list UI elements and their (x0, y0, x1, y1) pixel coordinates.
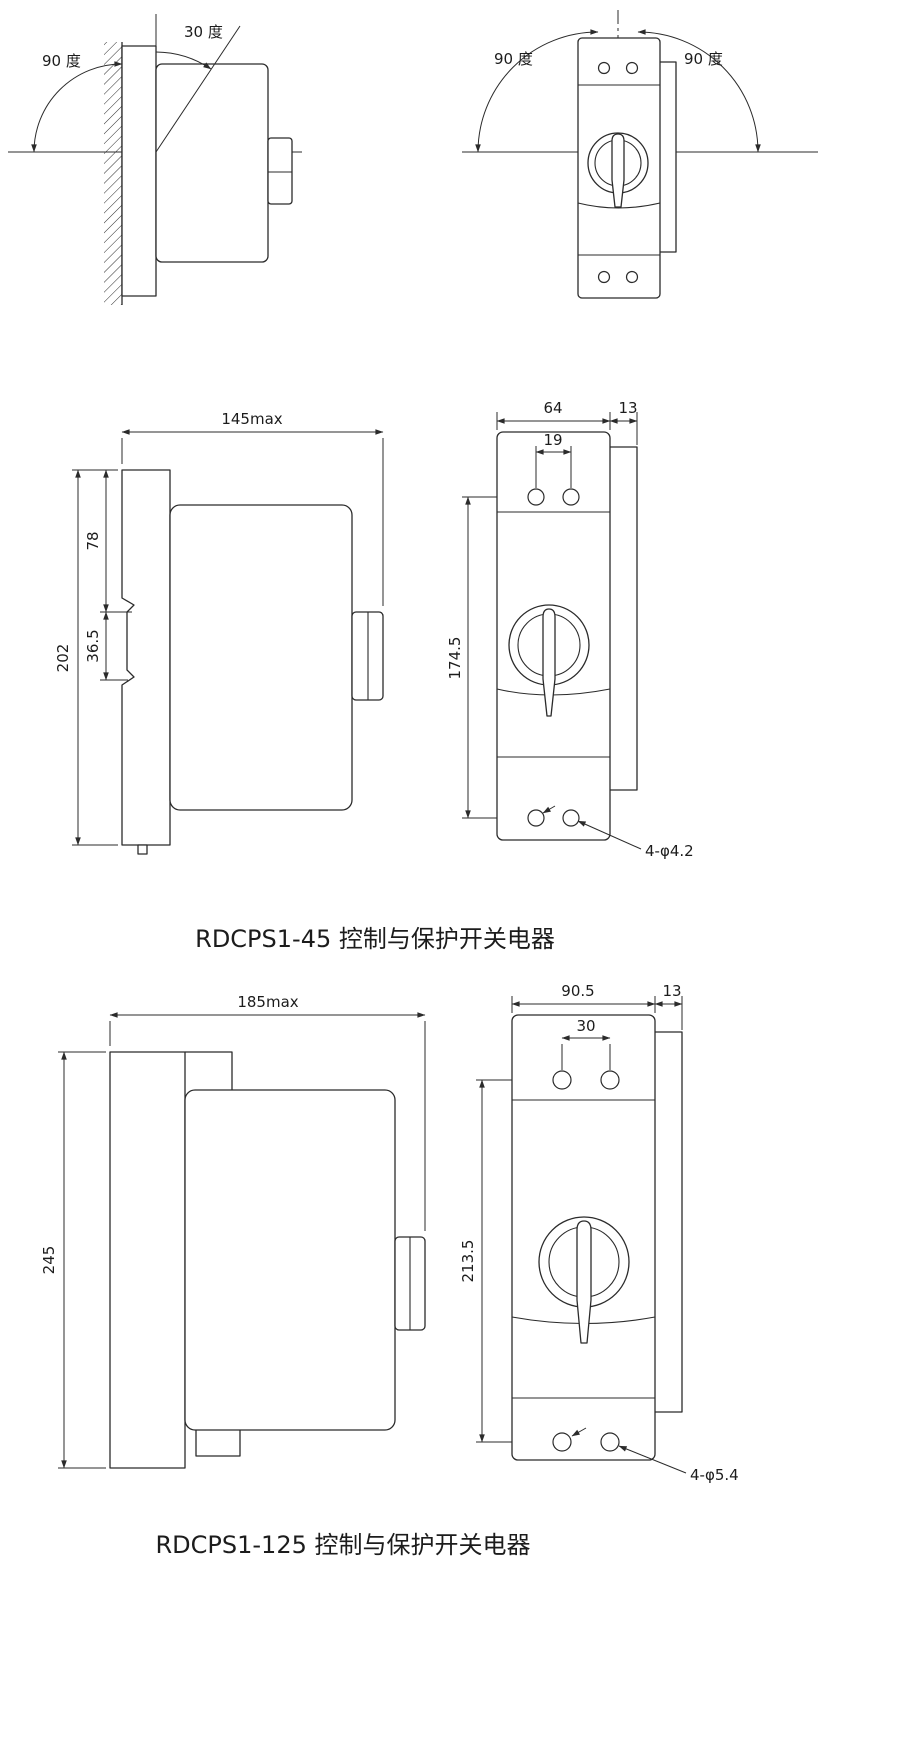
angle-label-90: 90 度 (42, 52, 81, 70)
dim-64: 64 (496, 399, 611, 430)
dim-213-5: 213.5 (459, 1079, 512, 1443)
dim-13: 13 (654, 982, 683, 1030)
dim-label-213-5: 213.5 (459, 1240, 477, 1283)
panel-seam-curve (577, 202, 661, 209)
dim-label-202: 202 (54, 644, 72, 673)
dim-145max: 145max (121, 410, 384, 606)
mounting-hole (552, 1070, 572, 1090)
orientation-front-view: 90 度 90 度 (462, 10, 818, 299)
rotary-handle-blade (542, 608, 556, 717)
callout-label-4xd5-4: 4-φ5.4 (690, 1466, 739, 1484)
rdcps125-front-view: 90.5 13 30 213.5 4-φ5.4 (459, 982, 739, 1484)
orientation-side-view: 90 度 30 度 (8, 14, 302, 305)
device-body (169, 504, 353, 811)
angle-arc-90 (31, 61, 123, 153)
mounting-hole (600, 1432, 620, 1452)
dim-label-245: 245 (40, 1246, 58, 1275)
dim-174-5: 174.5 (446, 496, 497, 819)
mounting-hole (562, 488, 580, 506)
side-flange (660, 61, 677, 253)
mounting-hole (552, 1432, 572, 1452)
mounting-hole (527, 488, 545, 506)
dim-30: 30 (561, 1017, 611, 1070)
angle-arc-90-left (475, 29, 599, 153)
dim-13: 13 (609, 399, 638, 445)
dim-label-36-5: 36.5 (84, 629, 102, 662)
angle-arc-30 (155, 51, 212, 70)
angle-arc-90-right (637, 29, 761, 153)
device-body (184, 1089, 396, 1431)
dim-202: 202 (54, 469, 118, 846)
dim-label-64: 64 (543, 399, 562, 417)
angle-label-90-left: 90 度 (494, 50, 533, 68)
device-body (155, 63, 269, 263)
screw-hole (597, 270, 611, 284)
caption-rdcps1-125: RDCPS1-125 控制与保护开关电器 (156, 1531, 531, 1559)
angle-label-30: 30 度 (184, 23, 223, 41)
dim-label-13: 13 (618, 399, 637, 417)
operating-handle (267, 137, 293, 205)
angle-label-90-right: 90 度 (684, 50, 723, 68)
caption-rdcps1-45: RDCPS1-45 控制与保护开关电器 (195, 925, 555, 953)
dim-label-78: 78 (84, 531, 102, 550)
screw-hole (597, 61, 611, 75)
wall-hatching (104, 42, 122, 305)
rotary-handle-blade (611, 133, 625, 208)
callout-label-4xd4-2: 4-φ4.2 (645, 842, 694, 860)
mounting-hole (600, 1070, 620, 1090)
dim-label-13: 13 (662, 982, 681, 1000)
screw-hole (625, 61, 639, 75)
mounting-plate (121, 45, 157, 297)
dim-245: 245 (40, 1051, 106, 1469)
dim-90-5: 90.5 (511, 982, 656, 1013)
mounting-plate (109, 1051, 186, 1469)
dim-19: 19 (535, 431, 572, 488)
dim-label-174-5: 174.5 (446, 637, 464, 680)
rdcps125-side-view: 185max 245 (40, 993, 426, 1469)
rdcps45-side-view: 145max 202 78 36.5 (54, 410, 384, 855)
mounting-plate-profile (121, 469, 171, 846)
tilt-30-line (155, 25, 241, 153)
dim-label-30: 30 (576, 1017, 595, 1035)
dim-label-185max: 185max (237, 993, 298, 1011)
screw-hole (625, 270, 639, 284)
bottom-foot (137, 844, 148, 855)
rdcps45-front-view: 64 13 19 174.5 4-φ4.2 (446, 399, 694, 860)
callout-mounting-holes: 4-φ4.2 (542, 805, 694, 860)
callout-mounting-holes: 4-φ5.4 (571, 1427, 739, 1484)
side-flange (610, 446, 638, 791)
dim-label-145max: 145max (221, 410, 282, 428)
mounting-hole (527, 809, 545, 827)
dim-36-5: 36.5 (84, 611, 128, 681)
mounting-hole (562, 809, 580, 827)
bottom-foot (195, 1430, 241, 1457)
rotary-handle-blade (576, 1220, 592, 1344)
dim-label-19: 19 (543, 431, 562, 449)
side-flange (655, 1031, 683, 1413)
dim-185max: 185max (109, 993, 426, 1231)
dim-78: 78 (84, 469, 132, 613)
dim-label-90-5: 90.5 (561, 982, 594, 1000)
terminal-cover-step (185, 1051, 233, 1090)
